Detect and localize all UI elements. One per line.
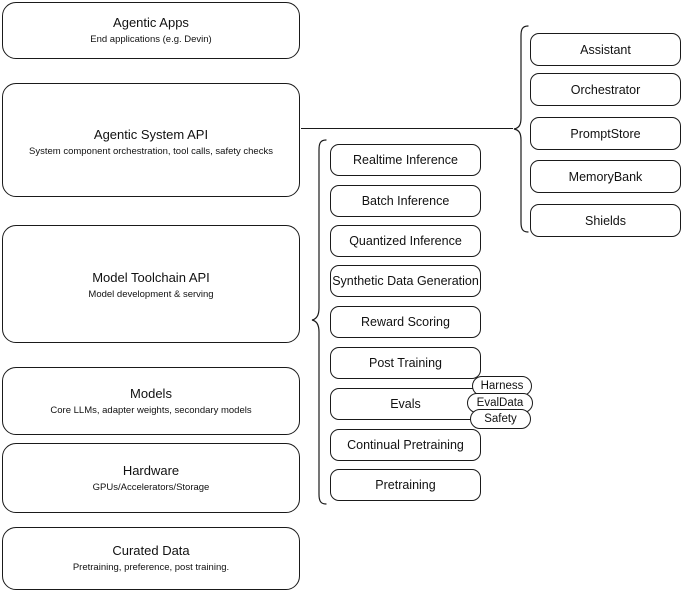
item-label: MemoryBank	[568, 169, 643, 184]
item-label: Post Training	[369, 356, 442, 370]
tag-label: EvalData	[476, 397, 524, 409]
item-label: Synthetic Data Generation	[332, 274, 479, 288]
item-continual-pretraining[interactable]: Continual Pretraining	[330, 429, 481, 461]
layer-curated-data[interactable]: Curated Data Pretraining, preference, po…	[2, 527, 300, 590]
item-label: Shields	[585, 213, 626, 228]
item-label: Orchestrator	[570, 82, 641, 97]
item-label: Realtime Inference	[353, 153, 458, 167]
item-realtime-inference[interactable]: Realtime Inference	[330, 144, 481, 176]
item-reward-scoring[interactable]: Reward Scoring	[330, 306, 481, 338]
item-evals[interactable]: Evals	[330, 388, 481, 420]
layer-subtitle: Pretraining, preference, post training.	[72, 562, 230, 573]
item-promptstore[interactable]: PromptStore	[530, 117, 681, 150]
layer-title: Hardware	[122, 462, 180, 478]
layer-agentic-apps[interactable]: Agentic Apps End applications (e.g. Devi…	[2, 2, 300, 59]
item-batch-inference[interactable]: Batch Inference	[330, 185, 481, 217]
layer-title: Model Toolchain API	[92, 270, 210, 285]
layer-title: Agentic Apps	[113, 15, 189, 30]
tag-safety[interactable]: Safety	[470, 409, 531, 429]
layer-title: Models	[130, 385, 172, 401]
layer-subtitle: Core LLMs, adapter weights, secondary mo…	[50, 404, 252, 416]
item-label: Reward Scoring	[361, 315, 450, 329]
layer-title: Curated Data	[112, 543, 190, 558]
item-label: Pretraining	[375, 478, 436, 492]
layer-title: Agentic System API	[93, 127, 209, 142]
connector-line-system-api	[301, 128, 513, 129]
item-label: Assistant	[580, 42, 631, 57]
item-post-training[interactable]: Post Training	[330, 347, 481, 379]
layer-subtitle: Model development & serving	[88, 289, 214, 300]
item-label: Evals	[390, 397, 421, 411]
item-label: Batch Inference	[361, 194, 450, 208]
layer-subtitle: End applications (e.g. Devin)	[90, 34, 212, 45]
item-label: PromptStore	[570, 126, 641, 141]
item-synthetic-data-generation[interactable]: Synthetic Data Generation	[330, 265, 481, 297]
brace-system-components	[513, 25, 529, 233]
layer-subtitle: GPUs/Accelerators/Storage	[92, 481, 210, 493]
item-memorybank[interactable]: MemoryBank	[530, 160, 681, 193]
item-assistant[interactable]: Assistant	[530, 33, 681, 66]
item-orchestrator[interactable]: Orchestrator	[530, 73, 681, 106]
item-shields[interactable]: Shields	[530, 204, 681, 237]
layer-agentic-system-api[interactable]: Agentic System API System component orch…	[2, 83, 300, 197]
item-pretraining[interactable]: Pretraining	[330, 469, 481, 501]
tag-label: Harness	[480, 380, 524, 392]
layer-model-toolchain-api[interactable]: Model Toolchain API Model development & …	[2, 225, 300, 343]
tag-evaldata[interactable]: EvalData	[467, 393, 533, 413]
layer-models[interactable]: Models Core LLMs, adapter weights, secon…	[2, 367, 300, 435]
item-label: Continual Pretraining	[347, 438, 464, 452]
brace-toolchain	[311, 139, 327, 505]
item-quantized-inference[interactable]: Quantized Inference	[330, 225, 481, 257]
layer-hardware[interactable]: Hardware GPUs/Accelerators/Storage	[2, 443, 300, 513]
item-label: Quantized Inference	[349, 234, 462, 248]
tag-label: Safety	[484, 413, 517, 425]
layer-subtitle: System component orchestration, tool cal…	[29, 146, 273, 157]
